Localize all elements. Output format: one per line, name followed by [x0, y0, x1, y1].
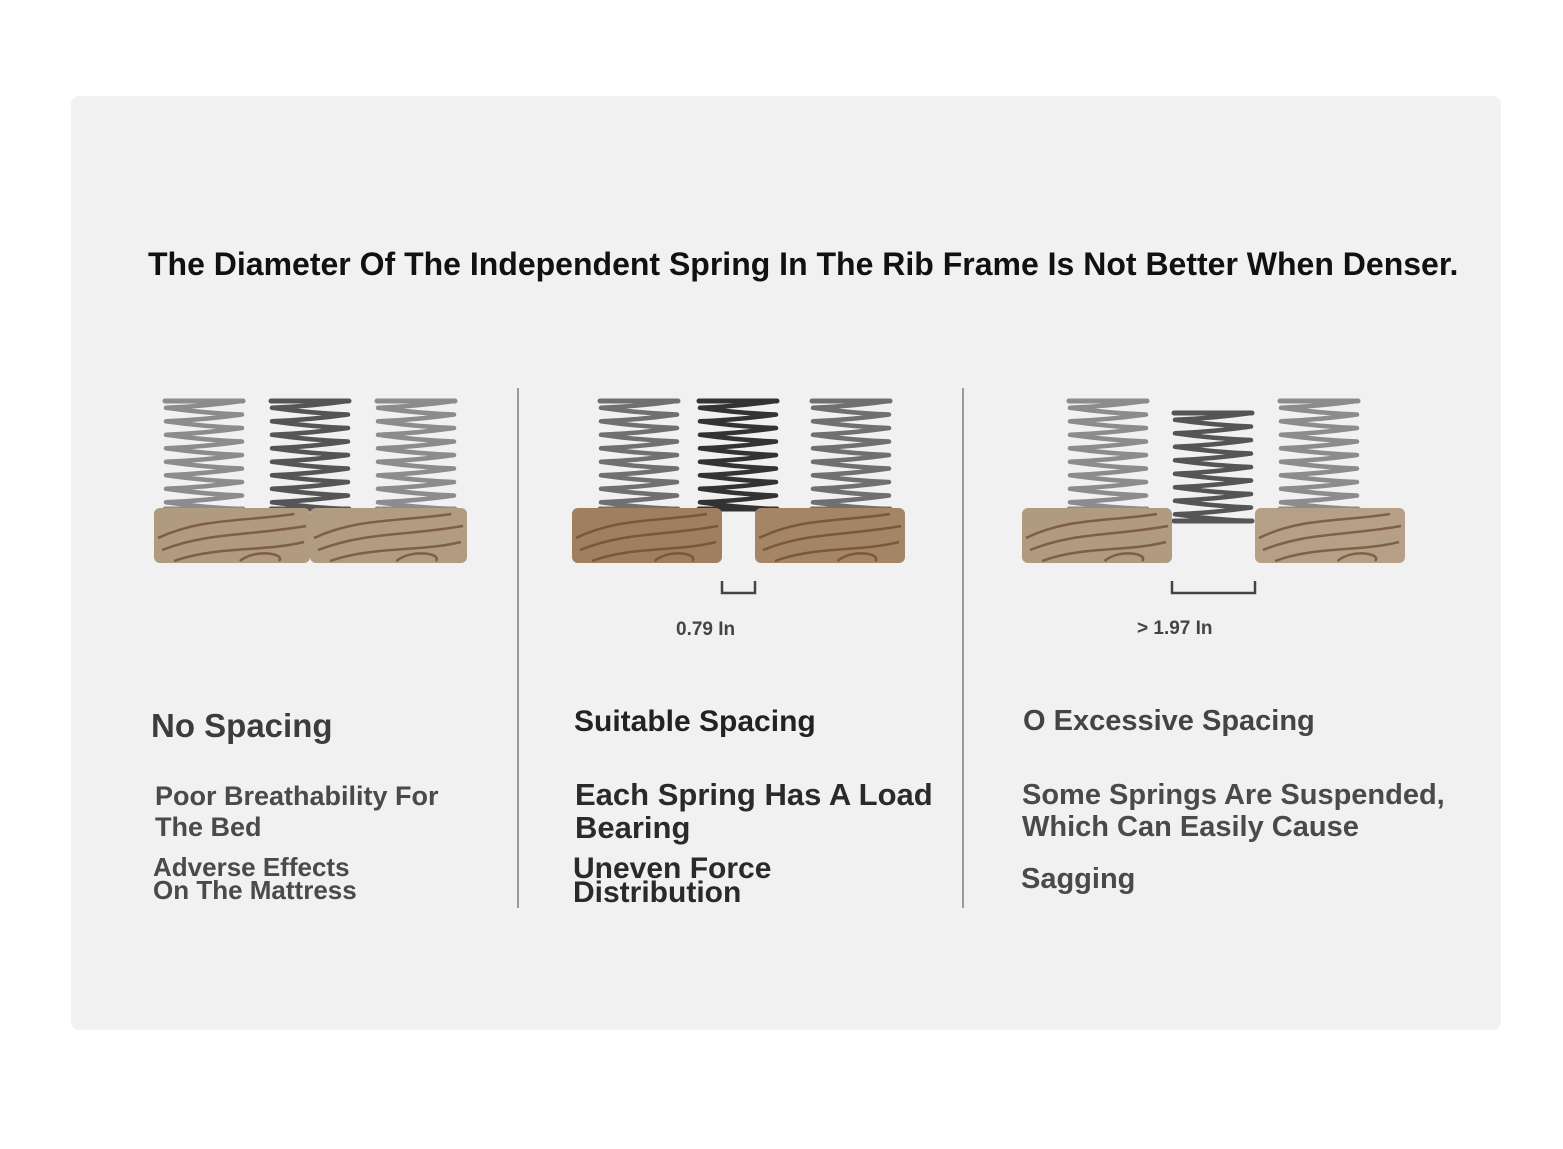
no-spacing-illustration	[154, 398, 467, 563]
text-line: Distribution	[573, 876, 742, 909]
description-text: Some Springs Are Suspended, Which Can Ea…	[1022, 779, 1445, 843]
spacing-bracket	[1170, 581, 1257, 595]
wood-slat-right	[310, 508, 467, 563]
text-line: Adverse Effects	[153, 852, 350, 882]
spring-icon	[696, 398, 780, 512]
column-divider-2	[962, 388, 964, 908]
description-text: Each Spring Has A Load Bearing	[575, 778, 933, 844]
spring-icon	[162, 398, 246, 512]
description-text: Uneven Force Distribution	[573, 852, 772, 909]
headline: The Diameter Of The Independent Spring I…	[148, 246, 1459, 282]
text-line: Which Can Easily Cause	[1022, 811, 1359, 843]
column-title-suitable-spacing: Suitable Spacing	[574, 705, 816, 738]
spring-icon	[374, 398, 458, 512]
text-line: Poor Breathability For	[155, 781, 439, 811]
column-divider-1	[517, 388, 519, 908]
wood-slat-left	[154, 508, 310, 563]
wood-slat-right	[755, 508, 905, 563]
text-line: On The Mattress	[153, 875, 357, 905]
spring-icon	[268, 398, 352, 512]
suitable-spacing-illustration	[572, 398, 905, 595]
spring-icon	[1171, 410, 1255, 524]
spring-icon	[809, 398, 893, 512]
text-line: Sagging	[1021, 863, 1136, 895]
text-line: Bearing	[575, 810, 691, 845]
wood-slat-left	[572, 508, 722, 563]
text-line: Uneven Force	[573, 852, 772, 885]
description-text: Poor Breathability For The Bed	[155, 781, 439, 843]
wood-slat-right	[1255, 508, 1405, 563]
spring-icon	[1277, 398, 1361, 512]
column-title-excessive-spacing: O Excessive Spacing	[1023, 705, 1315, 737]
spring-icon	[597, 398, 681, 512]
spacing-measurement: 0.79 In	[676, 619, 736, 640]
excessive-spacing-illustration	[1022, 398, 1405, 595]
text-line: Each Spring Has A Load	[575, 777, 933, 812]
column-title-no-spacing: No Spacing	[151, 707, 333, 744]
spacing-measurement: > 1.97 In	[1137, 618, 1213, 639]
text-line: Some Springs Are Suspended,	[1022, 779, 1445, 811]
wood-slat-left	[1022, 508, 1172, 563]
text-line: The Bed	[155, 812, 262, 842]
spacing-bracket	[720, 581, 757, 595]
spring-icon	[1066, 398, 1150, 512]
description-text: Sagging	[1021, 863, 1135, 895]
description-text: Adverse Effects On The Mattress	[153, 852, 357, 905]
